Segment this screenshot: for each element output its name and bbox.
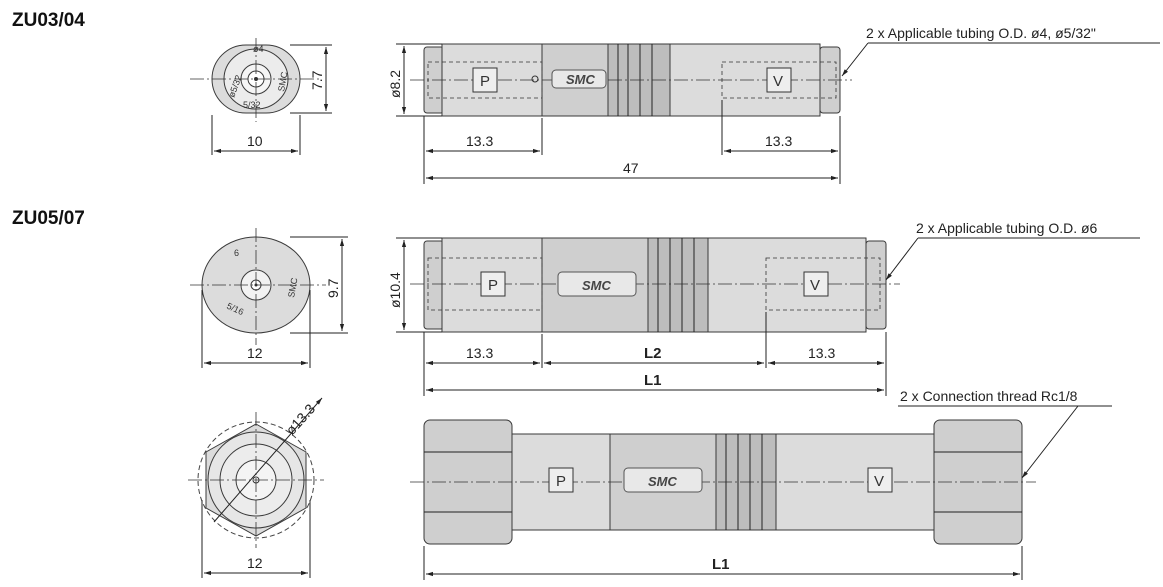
zu0507-threaded-end-view: ø13.3 12 [188, 397, 324, 578]
zu0507-end-logo: SMC [286, 276, 299, 298]
zu0304-width-dim: 10 [247, 133, 263, 149]
zu0304-right-dim: 13.3 [765, 133, 792, 149]
zu0507-width-dim: 12 [247, 345, 263, 361]
zu0507-tubing-note: 2 x Applicable tubing O.D. ø6 [916, 220, 1098, 236]
zu0304-end-label-top: ø4 [253, 44, 264, 54]
zu0507-port-v: V [810, 277, 820, 294]
zu0507-threaded-logo: SMC [648, 474, 678, 489]
zu0304-left-dim: 13.3 [466, 133, 493, 149]
zu0507-threaded-side-view: P V SMC L1 2 x Connection thread Rc1/8 [410, 388, 1112, 580]
zu0507-threaded-port-p: P [556, 473, 566, 490]
zu0507-height-dim: 9.7 [325, 278, 341, 298]
zu0507-mid-dim: L2 [644, 345, 662, 362]
zu0507-end-label-top: 6 [234, 248, 239, 258]
zu0304-diameter-dim: ø8.2 [387, 70, 403, 98]
zu0304-end-label-bottom: 5/32 [243, 100, 261, 110]
zu0304-tubing-note: 2 x Applicable tubing O.D. ø4, ø5/32" [866, 25, 1096, 41]
zu0304-port-v: V [773, 73, 783, 90]
zu0507-overall-dim: L1 [644, 372, 662, 389]
zu0507-left-dim: 13.3 [466, 345, 493, 361]
zu0507-diameter-dim: ø10.4 [387, 272, 403, 308]
zu0507-threaded-overall-dim: L1 [712, 556, 730, 573]
zu0304-end-logo: SMC [276, 70, 289, 92]
zu0304-height-dim: 7.7 [309, 70, 325, 90]
zu0507-threaded-port-v: V [874, 473, 884, 490]
zu0507-port-p: P [488, 277, 498, 294]
section-title-zu0304: ZU03/04 [12, 10, 85, 31]
zu0507-right-dim: 13.3 [808, 345, 835, 361]
zu0507-logo: SMC [582, 278, 612, 293]
section-title-zu0507: ZU05/07 [12, 208, 85, 229]
zu0304-end-view: ø4 5/32 ø5/32 SMC 7.7 10 [190, 38, 332, 155]
zu0304-side-view: P V SMC ø8.2 13.3 13.3 47 2 x Applicable… [387, 25, 1160, 184]
zu0507-side-view: P V SMC ø10.4 13.3 L2 13.3 L1 2 x Applic… [387, 220, 1140, 396]
zu0507-thread-note: 2 x Connection thread Rc1/8 [900, 388, 1078, 404]
zu0304-logo: SMC [566, 72, 596, 87]
zu0507-threaded-width-dim: 12 [247, 555, 263, 571]
zu0507-threaded-diameter-dim: ø13.3 [282, 401, 318, 438]
zu0304-port-p: P [480, 73, 490, 90]
zu0507-end-view: 6 5/16 SMC 9.7 12 [190, 228, 348, 368]
zu0304-overall-dim: 47 [623, 160, 639, 176]
